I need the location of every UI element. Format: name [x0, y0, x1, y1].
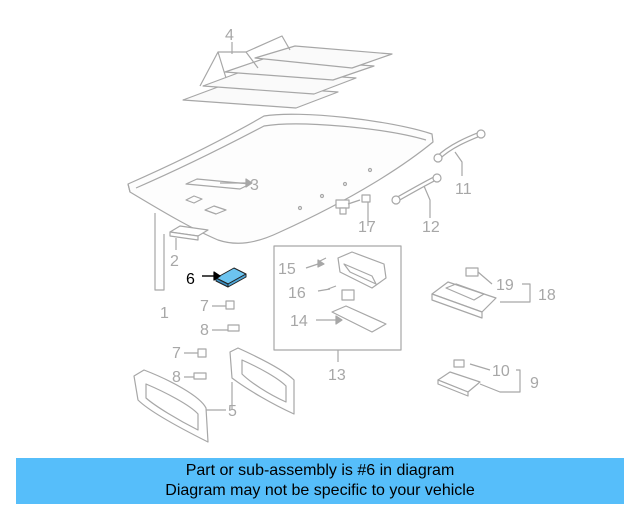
- lamp-2: [169, 225, 209, 241]
- callout-11: 11: [455, 181, 472, 198]
- coat-hook: [335, 194, 371, 215]
- leader-lines: [154, 35, 531, 411]
- callout-7b: 7: [172, 345, 181, 362]
- callout-19: 19: [496, 277, 514, 294]
- callout-10: 10: [492, 363, 510, 380]
- callout-14: 14: [290, 313, 308, 330]
- callout-9: 9: [530, 375, 539, 392]
- banner-line-disclaimer: Diagram may not be specific to your vehi…: [165, 482, 475, 499]
- callout-7a: 7: [200, 298, 209, 315]
- assist-grips: [391, 129, 486, 205]
- headliner: [127, 113, 434, 244]
- parts-diagram: 4 3 11 12 17 2 6 15 16 14 19 18 7 8 1 7 …: [127, 27, 556, 443]
- callout-8b: 8: [172, 369, 181, 386]
- callout-1: 1: [160, 305, 169, 322]
- part-6-highlighted: [215, 267, 247, 288]
- console-box: [273, 245, 402, 351]
- callout-17: 17: [358, 219, 376, 236]
- callout-4: 4: [225, 27, 234, 44]
- visor-clips: [193, 300, 240, 380]
- info-banner: Part or sub-assembly is #6 in diagram Di…: [16, 458, 624, 504]
- callout-13: 13: [328, 367, 346, 384]
- callout-3: 3: [250, 177, 259, 194]
- callout-18: 18: [538, 287, 556, 304]
- interior-lamps: [431, 267, 497, 397]
- callout-15: 15: [278, 261, 296, 278]
- callout-8a: 8: [200, 322, 209, 339]
- callout-6: 6: [186, 271, 195, 288]
- banner-line-part: Part or sub-assembly is #6 in diagram: [185, 462, 455, 479]
- callout-5: 5: [228, 403, 237, 420]
- insulation-pads: [182, 45, 393, 109]
- sun-visors: [133, 347, 295, 443]
- callout-12: 12: [422, 219, 440, 236]
- callout-16: 16: [288, 285, 306, 302]
- callout-2: 2: [170, 253, 179, 270]
